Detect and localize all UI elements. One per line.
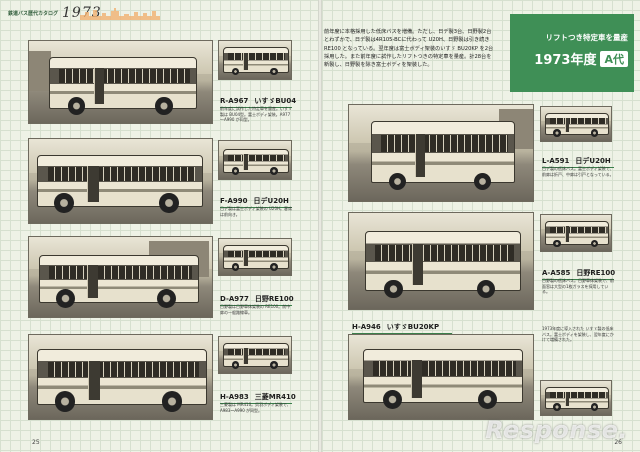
era-tag: A代	[600, 50, 628, 67]
bus-photo-l-a591	[348, 104, 534, 202]
page-number-left: 25	[32, 439, 40, 446]
series-label: 鉄道バス歴代カタログ	[8, 10, 59, 17]
right-page: 前年度に本格採用した低床バスを増備。ただし、日デ製3台、日野製2台とわずかで、日…	[322, 0, 640, 452]
page-number-right: 26	[614, 439, 622, 446]
era-year: 1973年度	[534, 53, 597, 68]
bus-photo-d-a977-alt	[218, 238, 292, 276]
era-year-row: 1973年度 A代	[518, 49, 628, 68]
gutter	[318, 0, 322, 452]
desc-l-a591: 日デ製の低床バス。富士ボディ架装で、前扉は折戸、中扉は引戸となっている。	[542, 166, 614, 177]
era-subtitle: リフトつき特定車を量産	[545, 33, 629, 42]
bus-photo-l-a591-alt	[540, 106, 612, 142]
intro-text: 前年度に本格採用した低床バスを増備。ただし、日デ製3台、日野製2台とわずかで、日…	[324, 29, 494, 69]
bus-photo-h-a946	[348, 334, 534, 420]
bus-photo-h-a946-alt	[540, 380, 612, 416]
bus-photo-a-a585-alt	[540, 214, 612, 252]
desc-h-a946: 1973年度に導入された いすゞ製の低床バス。富士ボディを架装し、翌年度にかけて…	[542, 326, 614, 342]
bus-photo-a-a585	[348, 212, 534, 310]
desc-f-a990: 日デ製は富士ボディ架装の U20H。客席は前向き。	[220, 206, 293, 217]
watermark-logo: Response.	[485, 416, 628, 444]
bus-photo-h-a983-alt	[218, 336, 292, 374]
bus-photo-r-a967-alt	[218, 40, 292, 80]
desc-a-a585: 日野製の低床バス。日野車体架装で、前面窓は大型の1枚ガラスを採用している。	[542, 278, 614, 294]
skyline-illustration	[80, 8, 160, 20]
bus-photo-f-a990	[28, 138, 213, 224]
bus-photo-d-a977	[28, 236, 213, 318]
desc-h-a983: 三菱製は MR410。呉羽ボディ架装で、A983～A990 が同型。	[220, 402, 291, 413]
bus-photo-h-a983	[28, 334, 213, 420]
bus-photo-r-a967	[28, 40, 213, 124]
bus-photo-f-a990-alt	[218, 140, 292, 180]
desc-r-a967: 前年度に試作した特定車を量産。いすゞ製は BU04型。富士ボディ架装。A977～…	[220, 106, 292, 122]
desc-d-a977: 日野製は日野車体架装の RE100。前中扉の一般路線車。	[220, 304, 291, 315]
era-banner: リフトつき特定車を量産 1973年度 A代	[510, 14, 634, 92]
